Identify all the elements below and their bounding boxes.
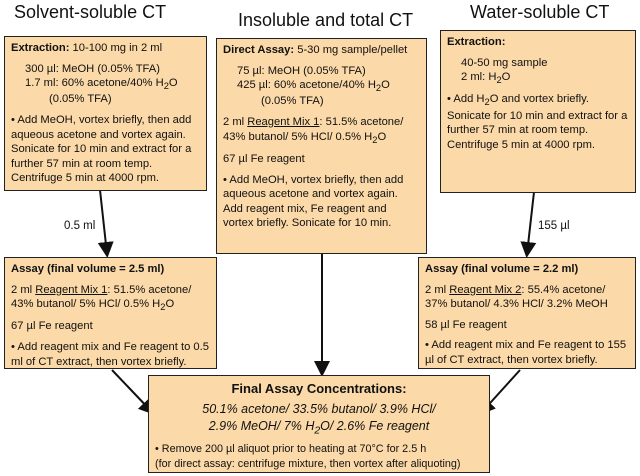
box-solvent-extraction: Extraction: 10-100 mg in 2 ml 300 µl: Me… [4, 36, 207, 191]
assay-left-fe: 67 µl Fe reagent [11, 320, 93, 333]
direct-acetone-post: O [381, 79, 390, 92]
arrow-label-left-volume: 0.5 ml [64, 220, 96, 232]
direct-steps: • Add MeOH, vortex briefly, then add aqu… [223, 173, 404, 230]
direct-mix-name: Reagent Mix 1 [247, 116, 320, 129]
water-extraction-label: Extraction: [447, 36, 506, 48]
arrow-water-to-assay [520, 191, 537, 258]
water-pre: 2 ml: H [461, 71, 497, 84]
final-title: Final Assay Concentrations: [231, 381, 407, 396]
solvent-extraction-label: Extraction: [11, 42, 70, 54]
solvent-tfa: (0.05% TFA) [49, 93, 112, 106]
heading-water-soluble: Water-soluble CT [470, 2, 610, 22]
subscript-2: 2 [314, 425, 321, 437]
assay-right-label: Assay (final volume = 2.2 ml) [425, 263, 579, 275]
solvent-acetone-post: O [168, 77, 178, 90]
assay-left-mix-post-b: O [165, 298, 175, 311]
direct-meoh: 75 µl: MeOH (0.05% TFA) [237, 64, 366, 77]
box-direct-assay: Direct Assay: 5-30 mg sample/pellet 75 µ… [216, 38, 427, 254]
water-post: O [501, 71, 511, 84]
assay-left-mix-name: Reagent Mix 1 [35, 283, 108, 296]
box-assay-left: Assay (final volume = 2.5 ml) 2 ml Reage… [4, 257, 217, 369]
final-conc-line2-pre: 2.9% MeOH/ 7% H [208, 419, 315, 434]
subscript-2: 2 [163, 81, 169, 92]
direct-acetone-pre: 425 µl: 60% acetone/40% H [237, 79, 376, 92]
water-amount: 40-50 mg sample [461, 56, 548, 69]
direct-fe: 67 µl Fe reagent [223, 152, 305, 165]
direct-mix-post-a: : 51.5% acetone/ 43% butanol/ 5% HCl/ 0.… [223, 116, 404, 143]
solvent-meoh: 300 µl: MeOH (0.05% TFA) [25, 62, 160, 75]
heading-solvent-soluble: Solvent-soluble CT [14, 2, 167, 22]
assay-right-steps: • Add reagent mix and Fe reagent to 155 … [425, 339, 627, 366]
final-step1: • Remove 200 µl aliquot prior to heating… [155, 443, 427, 456]
direct-tfa: (0.05% TFA) [261, 95, 324, 108]
water-steps-pre: • Add H [447, 93, 485, 106]
box-assay-right: Assay (final volume = 2.2 ml) 2 ml Reage… [418, 257, 636, 369]
final-conc-line1: 50.1% acetone/ 33.5% butanol/ 3.9% HCl/ [202, 401, 436, 416]
direct-mix-post-b: O [377, 130, 387, 143]
box-final-assay: Final Assay Concentrations: 50.1% aceton… [148, 375, 490, 473]
box-water-extraction: Extraction: 40-50 mg sample 2 ml: H2O • … [440, 30, 636, 193]
arrow-label-right-volume: 155 µl [538, 220, 570, 232]
solvent-steps: • Add MeOH, vortex briefly, then add aqu… [11, 114, 192, 185]
direct-assay-amount: 5-30 mg sample/pellet [294, 44, 408, 56]
subscript-2: 2 [484, 97, 490, 108]
subscript-2: 2 [496, 75, 502, 86]
assay-left-steps: • Add reagent mix and Fe reagent to 0.5 … [11, 341, 209, 368]
subscript-2: 2 [375, 83, 382, 94]
solvent-extraction-amount: 10-100 mg in 2 ml [69, 42, 163, 54]
assay-right-mix-post: : 55.4% acetone/ 37% butanol/ 4.3% HCl/ … [425, 283, 608, 311]
assay-right-mix-name: Reagent Mix 2 [449, 283, 522, 296]
assay-right-mix-pre: 2 ml [425, 283, 450, 296]
solvent-acetone-pre: 1.7 ml: 60% acetone/40% H [25, 77, 164, 90]
water-steps-post: O and vortex briefly. Sonicate for 10 mi… [447, 93, 628, 151]
subscript-2: 2 [372, 134, 378, 145]
arrow-solvent-to-assay [97, 189, 114, 258]
direct-assay-label: Direct Assay: [223, 44, 295, 56]
final-conc-line2-post: O/ 2.6% Fe reagent [320, 419, 430, 434]
final-step2: (for direct assay: centrifuge mixture, t… [155, 457, 461, 470]
assay-left-mix-post-a: : 51.5% acetone/ 43% butanol/ 5% HCl/ 0.… [11, 283, 192, 311]
assay-left-mix-pre: 2 ml [11, 283, 36, 296]
arrow-left-assay-to-final [111, 369, 155, 415]
subscript-2: 2 [160, 302, 166, 313]
direct-mix-pre: 2 ml [223, 116, 248, 129]
assay-left-label: Assay (final volume = 2.5 ml) [11, 263, 165, 275]
heading-insoluble-total: Insoluble and total CT [238, 10, 414, 30]
assay-right-fe: 58 µl Fe reagent [425, 318, 507, 331]
